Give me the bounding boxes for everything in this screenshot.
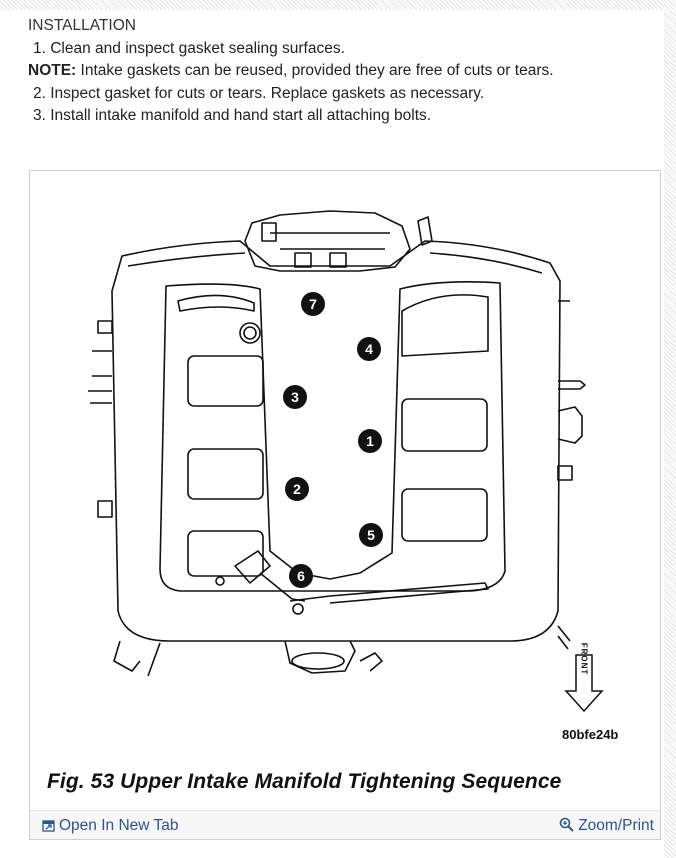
bolt-markers: 1 2 3 4 5 6 7 [283,292,383,588]
external-window-icon [42,820,55,832]
section-heading: INSTALLATION [28,17,136,34]
figure-code: 80bfe24b [562,727,619,742]
bolt-marker-7: 7 [301,292,325,316]
step-2: 2. Inspect gasket for cuts or tears. Rep… [33,84,485,102]
top-hatched-stripe [0,0,676,10]
bolt-2-label: 2 [293,481,301,497]
bolt-1-label: 1 [366,433,374,449]
bolt-marker-5: 5 [359,523,383,547]
open-new-tab-link[interactable]: Open In New Tab [42,817,178,835]
step-3: 3. Install intake manifold and hand star… [33,107,432,124]
bolt-marker-1: 1 [358,429,382,453]
step-1: 1. Clean and inspect gasket sealing surf… [33,39,345,57]
zoom-print-label: Zoom/Print [578,817,654,834]
bolt-marker-4: 4 [357,337,381,361]
bolt-7-label: 7 [309,296,317,312]
magnifier-icon [559,817,574,832]
right-hatched-stripe [664,0,676,858]
figure-caption: Fig. 53 Upper Intake Manifold Tightening… [47,770,562,793]
figure-actions-bar: Open In New Tab Zoom/Print [30,810,660,839]
note-label: NOTE: [28,62,77,79]
bolt-marker-2: 2 [285,477,309,501]
figure-container: 1 2 3 4 5 6 7 [29,170,661,840]
bolt-4-label: 4 [365,341,373,357]
bolt-5-label: 5 [367,527,375,543]
installation-instructions: INSTALLATION 1. Clean and inspect gasket… [28,15,658,128]
bolt-marker-6: 6 [289,564,313,588]
bolt-marker-3: 3 [283,385,307,409]
intake-manifold-diagram: 1 2 3 4 5 6 7 [88,210,604,713]
front-direction-arrow: FRONT [564,643,604,713]
bolt-6-label: 6 [297,568,305,584]
zoom-print-link[interactable]: Zoom/Print [559,817,654,835]
bolt-3-label: 3 [291,389,299,405]
open-new-tab-label: Open In New Tab [59,817,179,834]
note-text: Intake gaskets can be reused, provided t… [76,62,554,79]
note: NOTE: Intake gaskets can be reused, prov… [28,60,658,83]
front-label: FRONT [580,643,589,676]
